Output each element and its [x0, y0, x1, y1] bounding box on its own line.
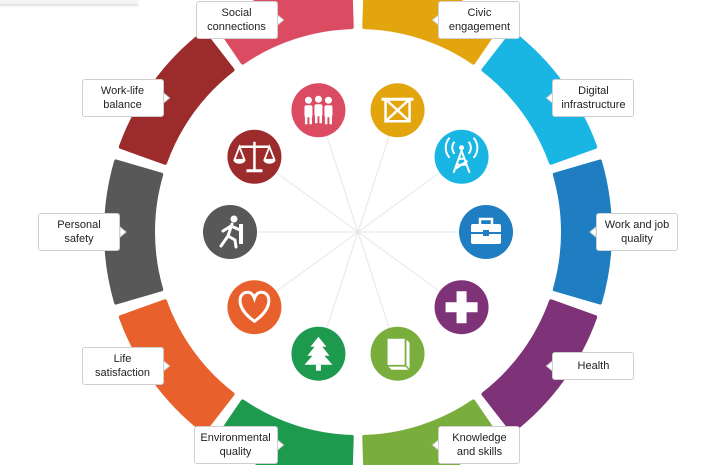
ring-segment-life — [118, 299, 235, 434]
label-pointer-life — [163, 359, 171, 373]
icon-circle-digital — [434, 129, 489, 184]
label-life: Life satisfaction — [81, 347, 164, 385]
running-person-icon — [219, 215, 243, 249]
label-pointer-environment — [277, 438, 285, 452]
icon-group-health — [434, 280, 489, 335]
icon-group-safety — [203, 205, 257, 259]
balance-scale-icon — [233, 141, 276, 173]
label-pointer-worklife — [163, 91, 171, 105]
ring-segment-digital — [481, 30, 598, 165]
label-environment: Environmental quality — [193, 426, 278, 464]
icon-group-environment — [291, 326, 346, 381]
radio-tower-icon — [444, 137, 479, 174]
icon-group-civic — [370, 83, 425, 138]
label-worklife: Work-life balance — [81, 78, 164, 117]
icon-group-social — [291, 83, 346, 138]
label-digital: Digital infrastructure — [552, 78, 635, 117]
icon-circle-life — [227, 280, 282, 335]
label-work: Work and job quality — [596, 213, 678, 251]
briefcase-icon — [471, 217, 501, 244]
ring-segment-work — [552, 159, 612, 305]
heart-icon — [238, 290, 271, 324]
icon-group-work — [459, 205, 513, 259]
icon-group-life — [227, 280, 282, 335]
book-icon — [387, 338, 411, 371]
label-pointer-safety — [119, 225, 127, 239]
icon-group-worklife — [227, 129, 282, 184]
ring-segment-safety — [104, 159, 164, 305]
label-health: Health — [552, 352, 635, 380]
icon-group-knowledge — [370, 326, 425, 381]
label-pointer-social — [277, 13, 285, 27]
label-social: Social connections — [195, 1, 278, 39]
label-safety: Personal safety — [38, 213, 120, 251]
tree-icon — [304, 336, 333, 371]
top-overlay-strip — [0, 0, 138, 5]
people-group-icon — [304, 95, 333, 125]
label-knowledge: Knowledge and skills — [438, 426, 521, 464]
ballot-box-icon — [381, 97, 414, 123]
label-civic: Civic engagement — [438, 1, 521, 39]
medical-cross-icon — [445, 291, 478, 324]
icon-group-digital — [434, 129, 489, 184]
